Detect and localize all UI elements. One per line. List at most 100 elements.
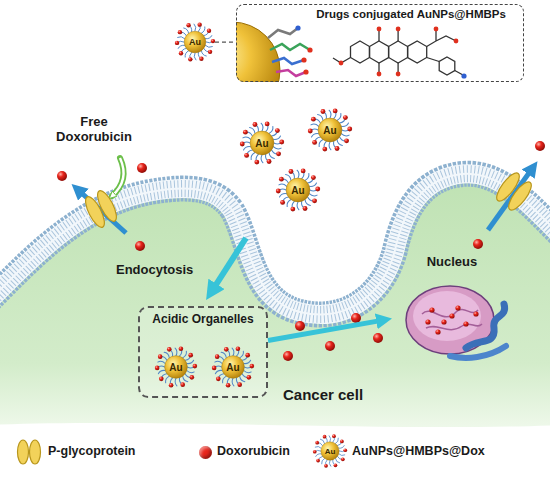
- doxorubicin-dot: [290, 207, 295, 212]
- ligand-chain: [261, 123, 263, 131]
- doxorubicin-dot: [226, 383, 231, 388]
- doxorubicin-dot: [323, 435, 327, 439]
- doxorubicin-dot: [313, 450, 317, 454]
- doxorubicin-dot: [341, 457, 345, 461]
- doxorubicin-dot: [321, 109, 326, 114]
- doxorubicin-dot: [303, 206, 308, 211]
- doxorubicin-structure: [339, 61, 344, 66]
- doxorubicin-dot: [237, 382, 242, 387]
- p-glycoprotein: [505, 179, 535, 213]
- legend-text: Doxorubicin: [217, 444, 290, 458]
- doxorubicin-dot: [473, 239, 483, 249]
- doxorubicin-structure: [461, 73, 466, 78]
- ligand-chain: [329, 142, 331, 150]
- doxorubicin-dot: [207, 29, 211, 33]
- doxorubicin-dot: [197, 22, 201, 26]
- doxorubicin-dot: [463, 321, 468, 326]
- node-title: Nucleus: [392, 254, 512, 269]
- ligand-chain: [164, 352, 169, 358]
- doxorubicin-dot: [344, 138, 349, 143]
- ligand-chain: [194, 53, 196, 60]
- ligand-chain: [319, 140, 323, 147]
- ligand-chain: [297, 170, 299, 178]
- ligand-chain: [339, 446, 345, 449]
- ligand-chain: [329, 460, 330, 466]
- ligand-chain: [309, 194, 317, 196]
- ligand-chain: [232, 348, 234, 356]
- doxorubicin-structure: [408, 41, 427, 63]
- doxorubicin-dot: [276, 151, 281, 156]
- inset-illustration: [295, 25, 300, 30]
- ligand-chain: [215, 361, 222, 363]
- doxorubicin-dot: [351, 313, 361, 323]
- doxorubicin-dot: [215, 354, 220, 359]
- ligand-chain: [287, 200, 291, 207]
- doxorubicin-dot: [267, 159, 272, 164]
- doxorubicin-dot: [186, 23, 190, 27]
- ligand-chain: [185, 51, 189, 57]
- ligand-chain: [337, 140, 342, 146]
- doxorubicin-dot: [169, 383, 174, 388]
- doxorubicin-dot: [324, 464, 328, 468]
- p-glycoprotein: [18, 440, 29, 464]
- doxorubicin-dot: [57, 141, 545, 361]
- doxorubicin-dot: [188, 57, 192, 61]
- gold-nanoparticle: Au: [212, 346, 254, 388]
- ligand-chain: [337, 113, 341, 120]
- doxorubicin-dot: [308, 129, 313, 134]
- free-drug-arrows: [76, 188, 126, 233]
- ligand-chain: [273, 136, 280, 140]
- ligand-chain: [244, 147, 251, 151]
- inset-illustration: [301, 57, 306, 62]
- node-title: Drugs conjugated AuNPs@HMBPs: [307, 8, 515, 20]
- doxorubicin-dot: [137, 163, 147, 173]
- ligand-chain: [183, 351, 187, 358]
- annotation-label: Endocytosis: [116, 262, 216, 277]
- ligand-chain: [280, 194, 287, 198]
- doxorubicin-dot: [289, 169, 294, 174]
- doxorubicin-dot: [212, 366, 217, 371]
- ligand-chain: [309, 183, 316, 187]
- inset-illustration: [307, 47, 312, 52]
- doxorubicin-dot: [253, 122, 258, 127]
- doxorubicin-dot: [340, 440, 344, 444]
- particle-label: Au: [276, 168, 320, 212]
- ligand-chain: [315, 446, 321, 448]
- ligand-chain: [329, 110, 331, 118]
- annotation-label: Cancer cell: [283, 386, 403, 403]
- doxorubicin-dot: [224, 347, 229, 352]
- doxorubicin-dot: [188, 353, 193, 358]
- ligand-chain: [269, 153, 274, 159]
- connector-arrow: [268, 320, 386, 341]
- ligand-chain: [201, 27, 205, 33]
- doxorubicin-structure: [434, 27, 439, 32]
- doxorubicin-dot: [311, 175, 316, 180]
- ligand-chain: [335, 458, 339, 462]
- ligand-chain: [240, 376, 245, 382]
- doxorubicin-dot: [279, 177, 284, 182]
- doxorubicin-dot: [316, 459, 320, 463]
- annotation-label: Free Doxorubicin: [48, 114, 140, 144]
- doxorubicin-dot: [311, 117, 316, 122]
- organelle-box: Acidic OrganellesAuAu: [138, 306, 268, 398]
- ligand-chain: [223, 376, 227, 383]
- doxorubicin-dot: [283, 351, 293, 361]
- ligand-chain: [322, 458, 325, 463]
- doxorubicin-dot: [347, 127, 352, 132]
- doxorubicin-dot: [449, 313, 454, 318]
- ligand-chain: [269, 126, 273, 133]
- gold-nanoparticle: Au: [155, 346, 197, 388]
- doxorubicin-dot: [312, 198, 317, 203]
- particle-label: Au: [240, 121, 284, 165]
- endoplasmic-reticulum: [466, 304, 505, 348]
- ligand-chain: [194, 24, 196, 31]
- free-drug-arrows: [112, 158, 124, 196]
- particle-label: Au: [308, 108, 352, 152]
- ligand-chain: [305, 173, 309, 180]
- cell-body: [0, 174, 550, 427]
- doxorubicin-dot: [343, 115, 348, 120]
- doxorubicin-dot: [245, 353, 250, 358]
- ligand-chain: [318, 115, 323, 121]
- doxorubicin-dot: [333, 108, 338, 113]
